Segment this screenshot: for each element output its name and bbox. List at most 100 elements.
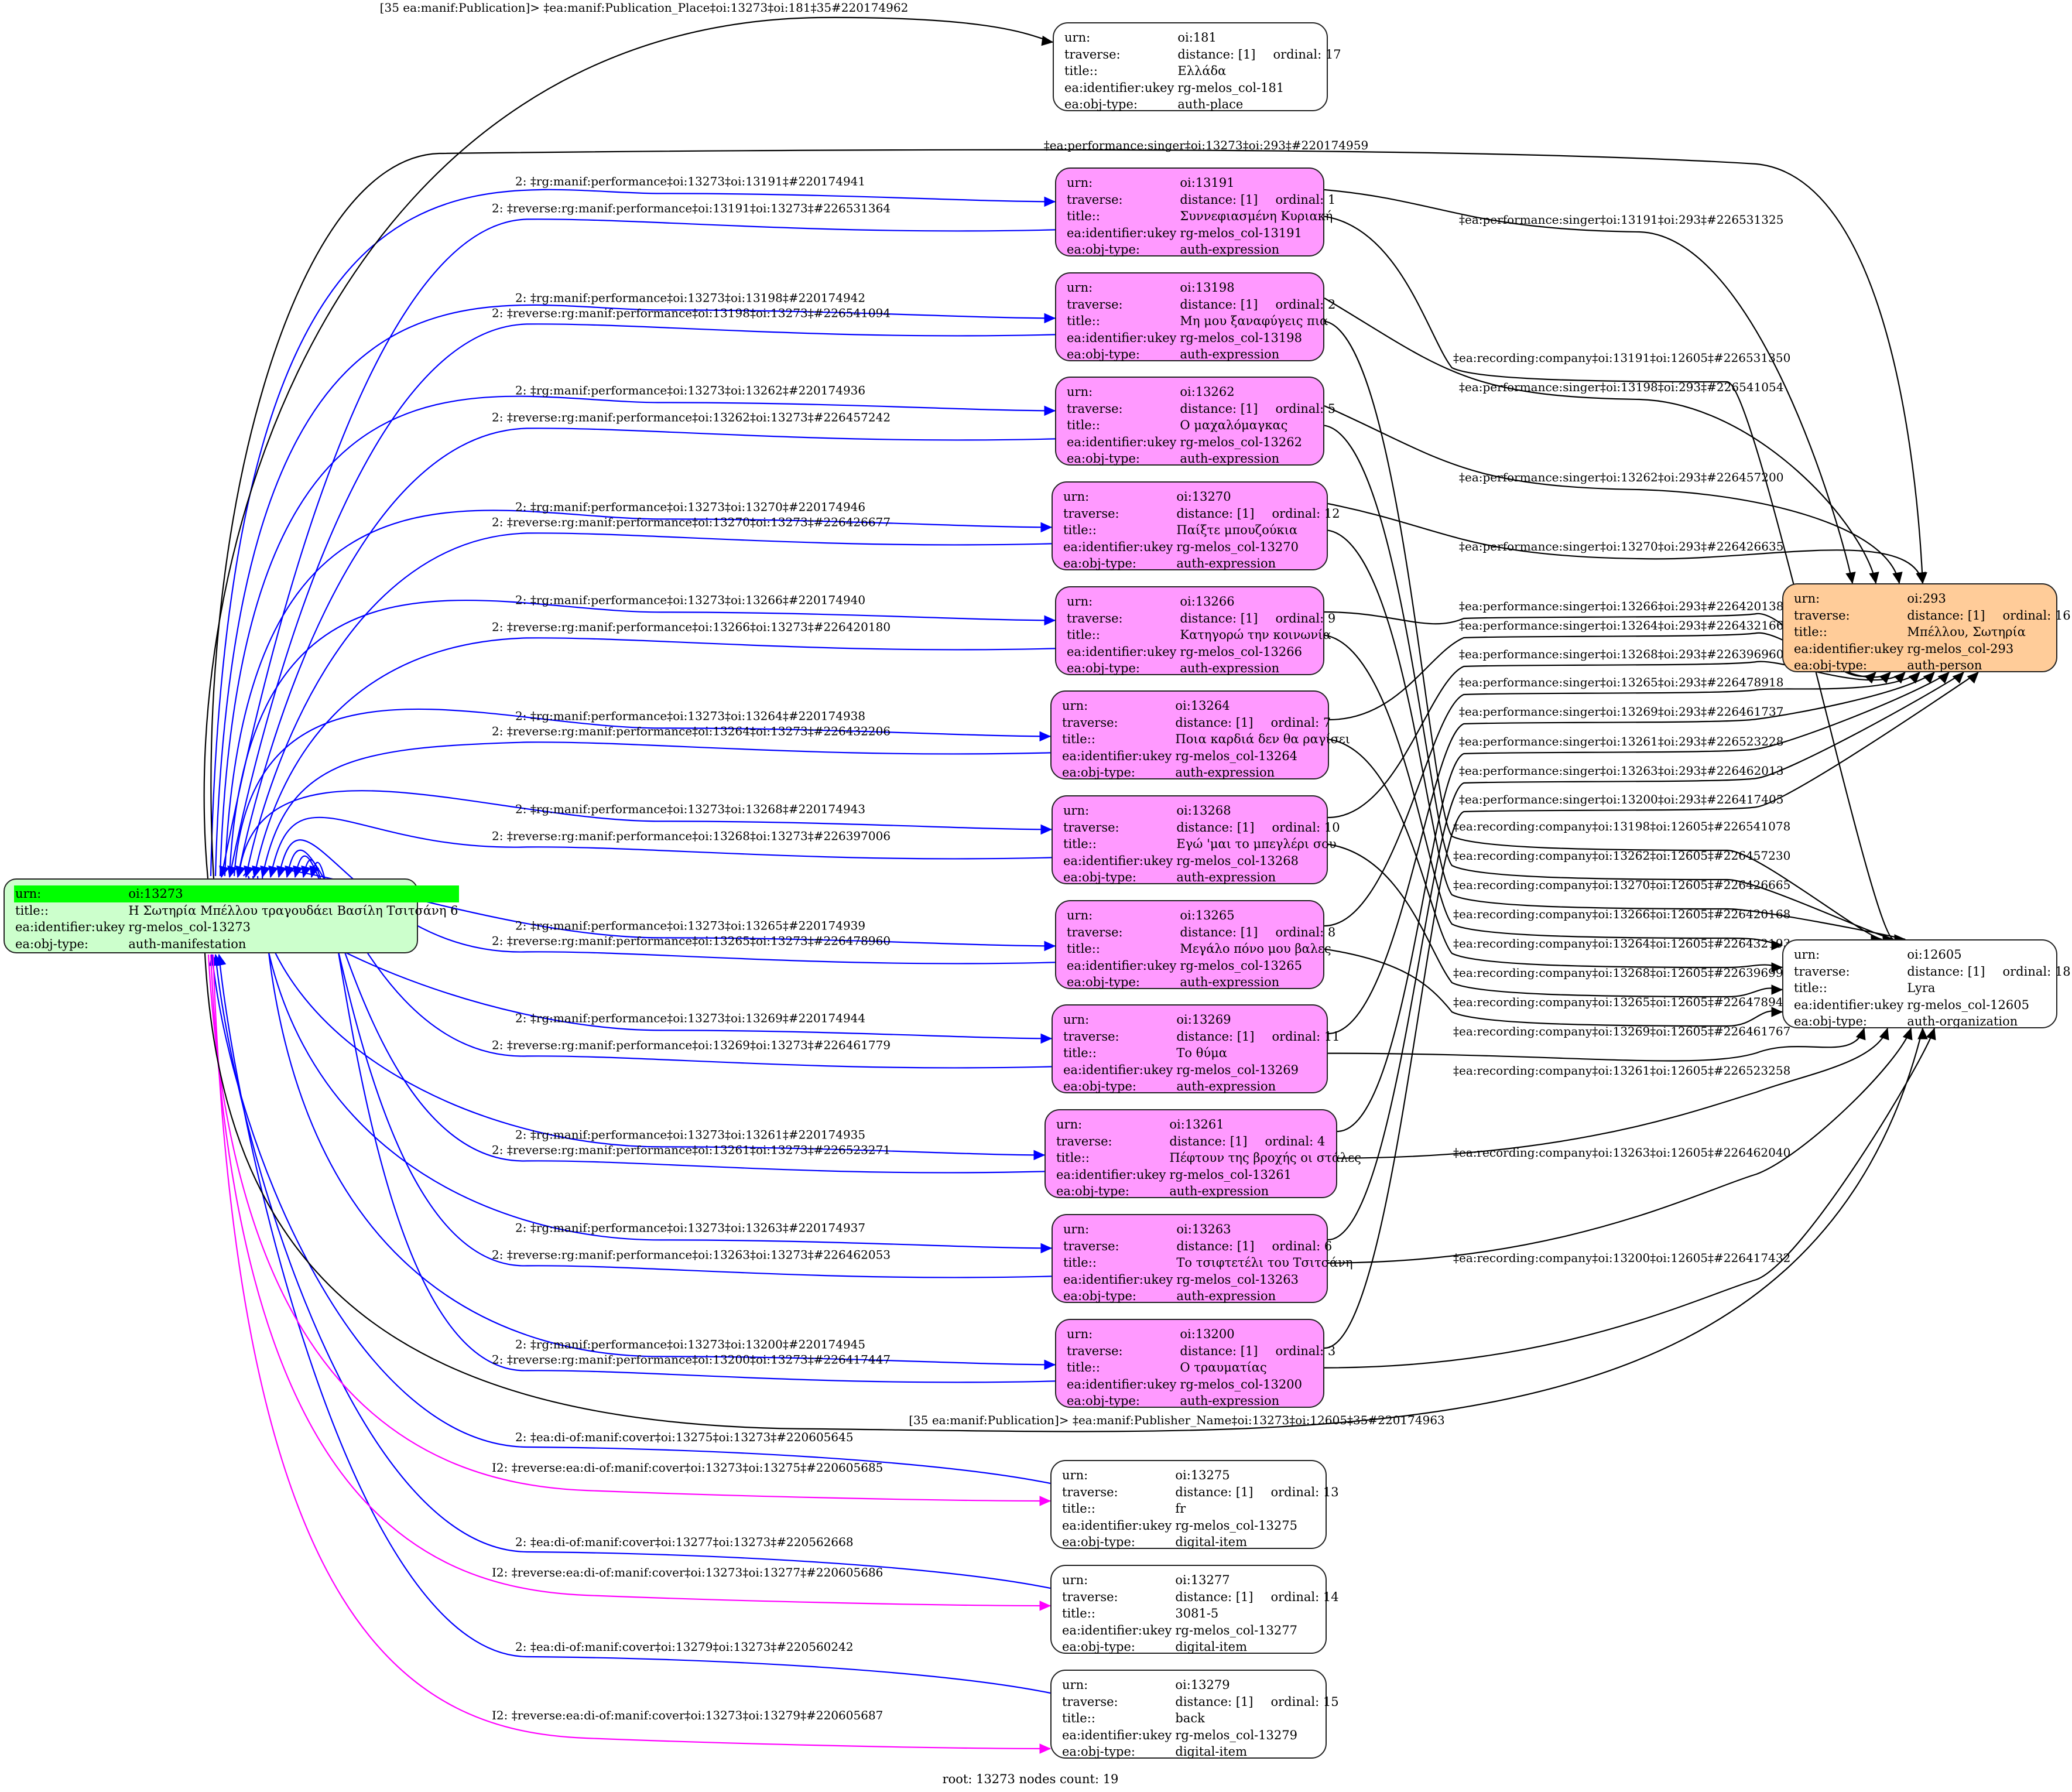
- edge-performance-n13198[interactable]: [214, 304, 1056, 877]
- edge-singer-n13191[interactable]: [1324, 189, 1854, 584]
- edge-performance-n13262[interactable]: [219, 395, 1056, 877]
- edge-reverse-performance-n13270[interactable]: [245, 532, 1052, 878]
- field-label-urn: urn:: [1064, 30, 1091, 45]
- field-label-ukey: ea:identifier:ukey: [1067, 225, 1177, 240]
- edge-company-n13266[interactable]: [1324, 634, 1783, 946]
- edge-singer-n13262[interactable]: [1324, 405, 1900, 584]
- edge-reverse-performance-n13198[interactable]: [228, 323, 1056, 878]
- edge-reverse-performance-n13264[interactable]: [261, 741, 1051, 878]
- edge-label-singer-n13263: ‡ea:performance:singer‡oi:13263‡oi:293‡#…: [1459, 764, 1783, 778]
- field-label-traverse: traverse:: [1067, 1343, 1123, 1358]
- edge-reverse-performance-n13268[interactable]: [269, 816, 1052, 878]
- root-node-13273[interactable]: urn:oi:13273 title::Η Σωτηρία Μπέλλου τρ…: [4, 878, 460, 953]
- edge-reverse-cover-n13277-arrowhead: [1039, 1601, 1052, 1611]
- edge-company-n13268[interactable]: [1327, 843, 1783, 998]
- edge-singer-n13198-arrowhead: [1869, 572, 1879, 584]
- edge-performance-n13200[interactable]: [261, 876, 1056, 1366]
- edge-root-singer[interactable]: [210, 149, 1924, 879]
- edge-performance-n13261[interactable]: [252, 876, 1045, 1156]
- field-label-urn: urn:: [1067, 385, 1093, 399]
- edge-label-singer-n13200: ‡ea:performance:singer‡oi:13200‡oi:293‡#…: [1459, 792, 1783, 806]
- edge-company-n13269[interactable]: [1327, 1028, 1865, 1062]
- edge-cover-n13279[interactable]: [218, 954, 1051, 1694]
- ordinal-value: ordinal: 11: [1272, 1029, 1340, 1044]
- ordinal-value: ordinal: 10: [1272, 820, 1340, 835]
- edge-performance-n13266[interactable]: [228, 599, 1056, 877]
- edge-publication-place[interactable]: [203, 16, 1053, 879]
- edge-reverse-cover-n13277[interactable]: [210, 954, 1051, 1607]
- field-value-ukey: rg-melos_col-181: [1177, 80, 1285, 95]
- field-value-type: auth-place: [1177, 97, 1244, 111]
- edge-cover-n13277[interactable]: [214, 954, 1051, 1589]
- field-value-traverse: distance: [1]ordinal: 16: [1906, 607, 2071, 624]
- edge-performance-n13263[interactable]: [256, 876, 1052, 1249]
- edge-performance-n13268[interactable]: [238, 790, 1052, 877]
- field-value-urn: oi:13200: [1180, 1327, 1235, 1341]
- edge-company-n13261[interactable]: [1337, 1028, 1889, 1159]
- edge-company-n13200[interactable]: [1324, 1028, 1936, 1369]
- field-value-title: Μεγάλο πόνο μου βαλες: [1180, 942, 1331, 956]
- edge-singer-n13261[interactable]: [1337, 672, 1950, 1133]
- edge-reverse-performance-n13265[interactable]: [278, 839, 1056, 965]
- field-label-type: ea:obj-type:: [1067, 452, 1140, 466]
- edge-reverse-cover-n13279[interactable]: [212, 954, 1051, 1750]
- field-value-type: digital-item: [1175, 1640, 1247, 1654]
- field-value-urn: oi:181: [1177, 30, 1217, 45]
- field-label-title: title::: [1794, 981, 1827, 995]
- edge-singer-n13270[interactable]: [1327, 502, 1924, 584]
- field-label-urn: urn:: [1067, 281, 1093, 295]
- field-label-type: ea:obj-type:: [1062, 765, 1135, 779]
- edge-singer-n13265[interactable]: [1324, 672, 1920, 927]
- edge-company-n13262[interactable]: [1324, 425, 1894, 941]
- edge-company-n13270[interactable]: [1327, 529, 1906, 941]
- field-label-urn: urn:: [1062, 699, 1088, 713]
- edge-company-n13263[interactable]: [1327, 1028, 1912, 1264]
- edge-singer-n13263[interactable]: [1327, 672, 1964, 1241]
- ordinal-value: ordinal: 2: [1275, 297, 1336, 312]
- ordinal-value: ordinal: 3: [1275, 1343, 1336, 1358]
- edge-singer-n13269[interactable]: [1327, 672, 1935, 1035]
- edge-performance-n13264[interactable]: [233, 708, 1051, 877]
- ordinal-value: ordinal: 8: [1275, 925, 1336, 939]
- edge-performance-n13191[interactable]: [210, 189, 1056, 877]
- field-value-title: 3081-5: [1175, 1606, 1219, 1620]
- edge-reverse-performance-n13191[interactable]: [220, 218, 1056, 878]
- edge-company-n13191[interactable]: [1324, 216, 1894, 941]
- edge-singer-n13264-arrowhead: [1879, 672, 1891, 684]
- edge-publisher-name[interactable]: [204, 953, 1924, 1432]
- edge-label-singer-n13262: ‡ea:performance:singer‡oi:13262‡oi:293‡#…: [1459, 470, 1783, 484]
- edge-reverse-performance-n13262[interactable]: [237, 428, 1056, 878]
- root-urn: oi:13273: [127, 885, 460, 902]
- field-value-title: Παίξτε μπουζούκια: [1176, 523, 1298, 537]
- edge-performance-n13265[interactable]: [243, 867, 1056, 947]
- edge-label-singer-n13265: ‡ea:performance:singer‡oi:13265‡oi:293‡#…: [1459, 675, 1783, 689]
- edge-reverse-cover-n13275[interactable]: [207, 954, 1051, 1502]
- edge-company-n13264[interactable]: [1328, 738, 1783, 969]
- edge-singer-n13198[interactable]: [1324, 297, 1877, 584]
- edge-company-n13198[interactable]: [1324, 320, 1882, 941]
- edge-label-performance-n13262: 2: ‡rg:manif:performance‡oi:13273‡oi:132…: [515, 383, 865, 397]
- edge-performance-n13265-arrowhead: [1044, 941, 1056, 952]
- edge-label-reverse-performance-n13266: 2: ‡reverse:rg:manif:performance‡oi:1326…: [492, 620, 891, 634]
- edge-company-n13265[interactable]: [1324, 948, 1783, 1027]
- edge-cover-n13275[interactable]: [211, 954, 1051, 1485]
- edge-reverse-performance-n13266[interactable]: [253, 637, 1056, 878]
